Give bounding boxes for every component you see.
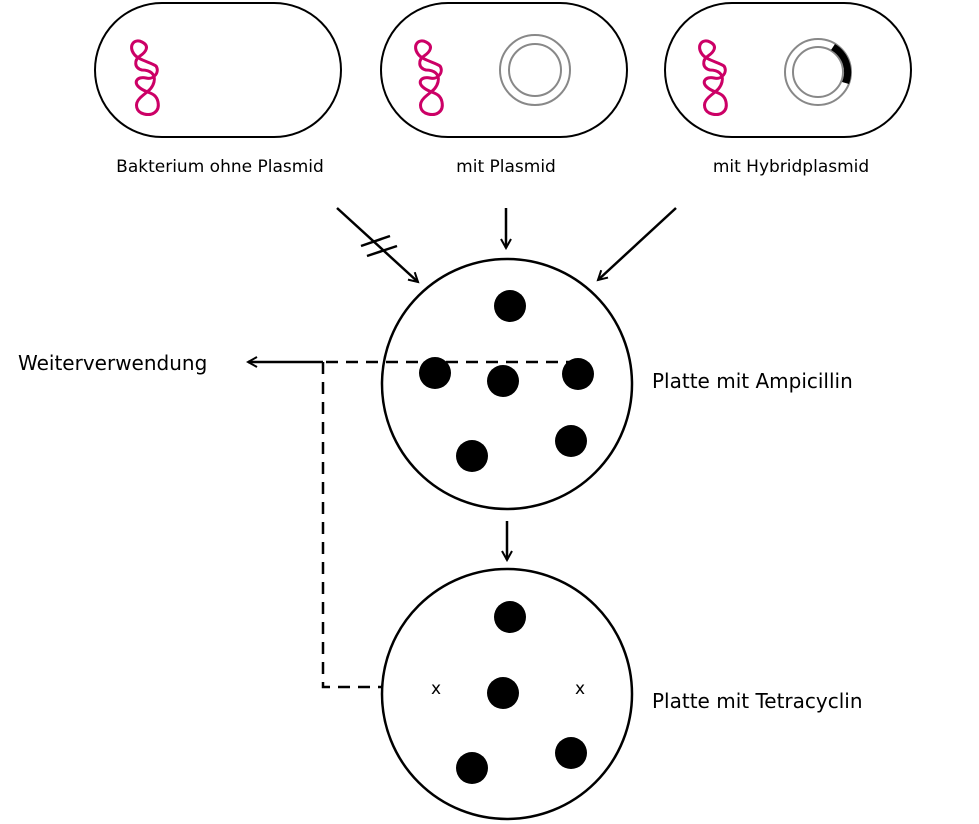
plasmid-inner-ring-icon bbox=[508, 43, 562, 97]
label-plate-tetracycline: Platte mit Tetracyclin bbox=[652, 689, 863, 713]
colony bbox=[562, 358, 594, 390]
cell-outline bbox=[664, 2, 912, 138]
colony bbox=[494, 290, 526, 322]
bacterium-without-plasmid bbox=[94, 2, 342, 138]
blocked-marker-icon bbox=[360, 234, 398, 258]
label-bacterium-without-plasmid: Bakterium ohne Plasmid bbox=[116, 157, 324, 177]
arrow-blocked bbox=[336, 207, 418, 282]
cell-outline bbox=[380, 2, 628, 138]
plate-ampicillin bbox=[380, 257, 634, 511]
missing-colony-marker: x bbox=[575, 679, 585, 699]
colony bbox=[487, 677, 519, 709]
colony bbox=[487, 365, 519, 397]
bacterium-with-plasmid bbox=[380, 2, 628, 138]
colony bbox=[555, 425, 587, 457]
label-plate-ampicillin: Platte mit Ampicillin bbox=[652, 369, 853, 393]
hybrid-insert-icon bbox=[831, 44, 852, 84]
plasmid-outer-ring-icon bbox=[499, 34, 571, 106]
missing-colony-marker: x bbox=[431, 679, 441, 699]
plate-tetracycline: x x bbox=[380, 567, 634, 821]
colony bbox=[419, 357, 451, 389]
plasmid-inner-ring-icon bbox=[792, 46, 844, 98]
bacterium-with-hybrid-plasmid bbox=[664, 2, 912, 138]
label-bacterium-with-plasmid: mit Plasmid bbox=[456, 157, 556, 177]
colony bbox=[555, 737, 587, 769]
colony bbox=[494, 601, 526, 633]
cell-outline bbox=[94, 2, 342, 138]
label-bacterium-with-hybrid-plasmid: mit Hybridplasmid bbox=[713, 157, 869, 177]
label-reuse: Weiterverwendung bbox=[18, 351, 207, 375]
dashed-link-to-tetracycline bbox=[321, 362, 408, 687]
colony bbox=[456, 752, 488, 784]
arrow-hybrid-plasmid bbox=[598, 207, 677, 280]
colony bbox=[456, 440, 488, 472]
